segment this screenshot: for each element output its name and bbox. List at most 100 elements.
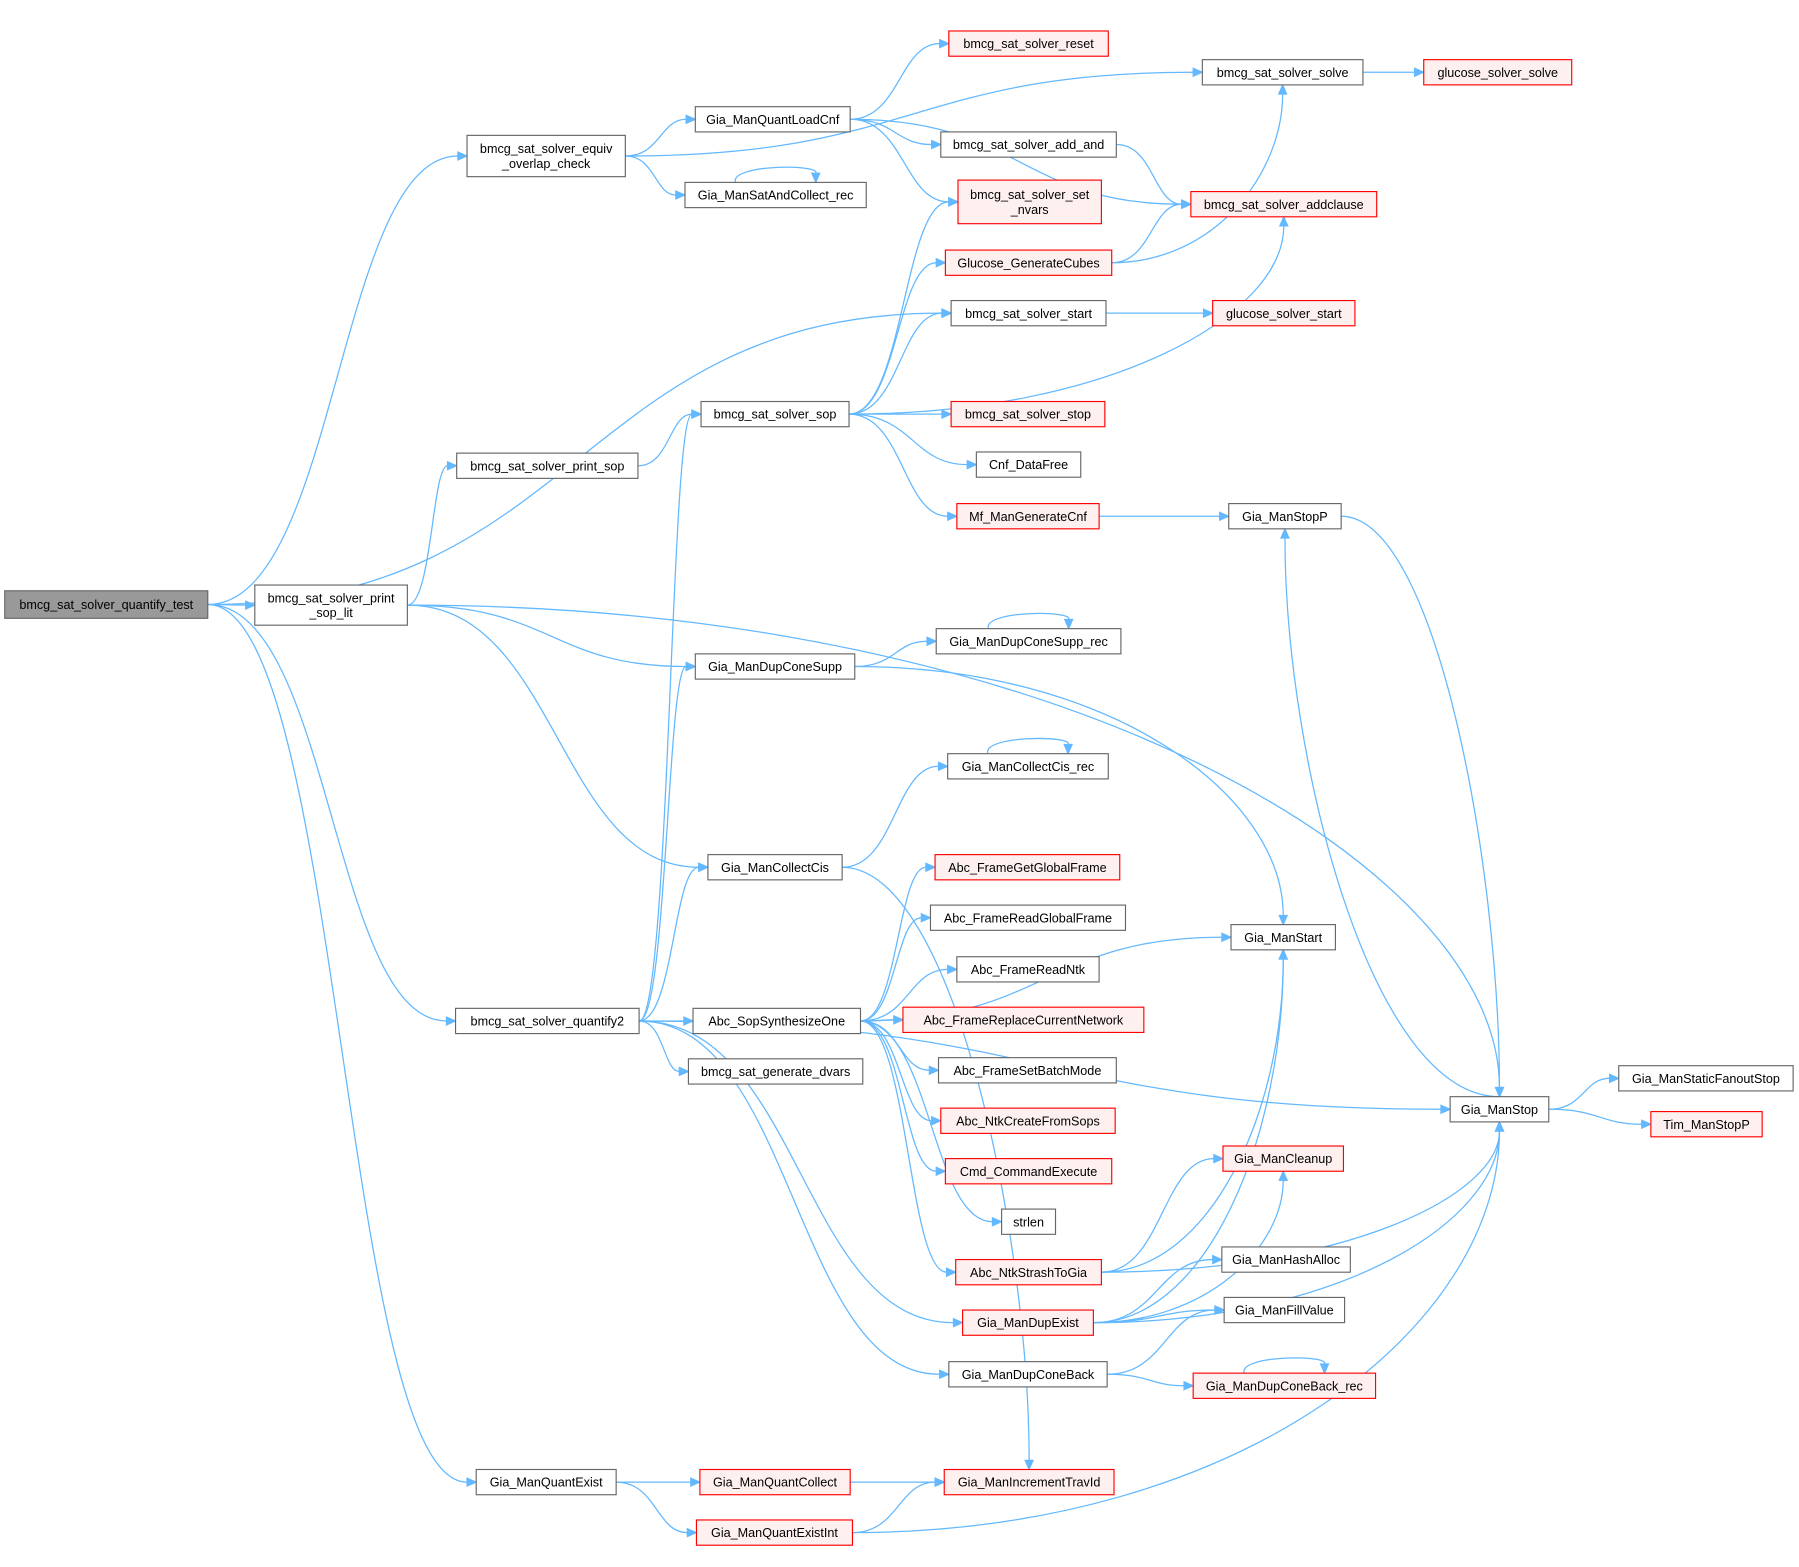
node-satcoll[interactable]: Gia_ManSatAndCollect_rec bbox=[684, 181, 867, 209]
edge-line bbox=[1243, 1357, 1326, 1374]
edge-arrowhead bbox=[941, 409, 953, 420]
node-box bbox=[962, 1309, 1094, 1336]
node-cmdexec[interactable]: Cmd_CommandExecute bbox=[944, 1158, 1113, 1185]
node-gmstop[interactable]: Gia_ManStop bbox=[1449, 1096, 1550, 1123]
node-strash[interactable]: Abc_NtkStrashToGia bbox=[955, 1258, 1102, 1286]
edge-arrowhead bbox=[1494, 1086, 1505, 1099]
edge-arrowhead bbox=[925, 862, 937, 873]
node-dupexist[interactable]: Gia_ManDupExist bbox=[962, 1309, 1094, 1336]
node-equiv[interactable]: bmcg_sat_solver_equiv_overlap_check bbox=[466, 134, 626, 178]
edge-arrowhead bbox=[685, 114, 697, 125]
node-box bbox=[902, 1006, 1145, 1034]
node-timstop[interactable]: Tim_ManStopP bbox=[1650, 1111, 1763, 1138]
node-label: strlen bbox=[1013, 1215, 1044, 1229]
node-gsolve[interactable]: glucose_solver_solve bbox=[1423, 59, 1573, 86]
node-label: Gia_ManStop bbox=[1461, 1103, 1538, 1117]
node-q2[interactable]: bmcg_sat_solver_quantify2 bbox=[454, 1007, 640, 1035]
edge-arrowhead bbox=[893, 1014, 905, 1025]
node-dupcbrec[interactable]: Gia_ManDupConeBack_rec bbox=[1192, 1372, 1377, 1399]
node-label: Gia_ManCleanup bbox=[1234, 1152, 1332, 1166]
node-readgf[interactable]: Abc_FrameReadGlobalFrame bbox=[929, 904, 1127, 931]
node-collcis[interactable]: Gia_ManCollectCis bbox=[707, 854, 843, 881]
edge-line bbox=[638, 413, 693, 1022]
edge-qexist-to-qcoll bbox=[616, 1477, 702, 1488]
node-dupcb[interactable]: Gia_ManDupConeBack bbox=[948, 1361, 1108, 1388]
node-label: bmcg_sat_solver_solve bbox=[1217, 66, 1349, 80]
edge-sopsyn-to-strlen bbox=[860, 1020, 1004, 1227]
edge-arrowhead bbox=[1278, 948, 1289, 960]
node-qtest[interactable]: bmcg_sat_solver_quantify_test bbox=[4, 590, 209, 619]
node-stop[interactable]: bmcg_sat_solver_stop bbox=[950, 400, 1106, 428]
node-collcisrec[interactable]: Gia_ManCollectCis_rec bbox=[947, 753, 1109, 780]
node-mfgen[interactable]: Mf_ManGenerateCnf bbox=[956, 503, 1100, 530]
node-box bbox=[1192, 1372, 1377, 1399]
node-addand[interactable]: bmcg_sat_solver_add_and bbox=[940, 131, 1117, 158]
node-box bbox=[957, 179, 1102, 225]
node-psop[interactable]: bmcg_sat_solver_print_sop bbox=[456, 452, 639, 479]
nodes-layer: bmcg_sat_solver_quantify_test bmcg_sat_so… bbox=[4, 30, 1794, 1546]
node-reset[interactable]: bmcg_sat_solver_reset bbox=[948, 30, 1109, 57]
node-gendv[interactable]: bmcg_sat_generate_dvars bbox=[687, 1058, 864, 1085]
node-box bbox=[695, 1519, 854, 1546]
node-getgf[interactable]: Abc_FrameGetGlobalFrame bbox=[934, 854, 1121, 881]
node-replnet[interactable]: Abc_FrameReplaceCurrentNetwork bbox=[902, 1006, 1145, 1034]
node-dupcsrec[interactable]: Gia_ManDupConeSupp_rec bbox=[935, 628, 1122, 655]
edge-qexist-to-qexint bbox=[616, 1481, 698, 1538]
node-fillval[interactable]: Gia_ManFillValue bbox=[1223, 1296, 1346, 1324]
edge-arrowhead bbox=[466, 1477, 478, 1488]
edge-line bbox=[850, 42, 940, 120]
node-qcoll[interactable]: Gia_ManQuantCollect bbox=[699, 1468, 851, 1496]
node-strlen[interactable]: strlen bbox=[1001, 1208, 1057, 1235]
node-batch[interactable]: Abc_FrameSetBatchMode bbox=[937, 1057, 1117, 1084]
node-box bbox=[950, 299, 1107, 327]
edge-line bbox=[638, 665, 687, 1022]
edge-line bbox=[860, 866, 927, 1022]
node-fanout[interactable]: Gia_ManStaticFanoutStop bbox=[1618, 1065, 1794, 1092]
node-addcl[interactable]: bmcg_sat_solver_addclause bbox=[1190, 190, 1378, 218]
node-start[interactable]: bmcg_sat_solver_start bbox=[950, 299, 1107, 327]
edge-line bbox=[734, 166, 817, 183]
edge-line bbox=[639, 1020, 940, 1375]
node-gmstart[interactable]: Gia_ManStart bbox=[1230, 924, 1336, 951]
node-label: Cmd_CommandExecute bbox=[960, 1165, 1097, 1179]
node-cleanup[interactable]: Gia_ManCleanup bbox=[1222, 1145, 1345, 1172]
node-stopp[interactable]: Gia_ManStopP bbox=[1228, 503, 1342, 530]
node-ntksops[interactable]: Abc_NtkCreateFromSops bbox=[940, 1107, 1116, 1134]
node-sop[interactable]: bmcg_sat_solver_sop bbox=[700, 400, 850, 428]
edge-qload-to-addand bbox=[850, 118, 943, 150]
edge-line bbox=[850, 118, 1182, 205]
node-readntk[interactable]: Abc_FrameReadNtk bbox=[956, 956, 1100, 983]
node-cnffree[interactable]: Cnf_DataFree bbox=[975, 451, 1082, 478]
node-dupcs[interactable]: Gia_ManDupConeSupp bbox=[694, 653, 856, 680]
edge-line bbox=[860, 1020, 932, 1122]
node-box bbox=[4, 590, 209, 619]
node-label: _overlap_check bbox=[501, 157, 591, 171]
edge-sopsyn-to-getgf bbox=[860, 862, 937, 1022]
edge-q2-to-collcis bbox=[639, 862, 710, 1022]
edge-gcubes-to-addcl bbox=[1111, 199, 1193, 264]
node-label: Gia_ManDupConeBack bbox=[962, 1368, 1095, 1382]
edge-sop-to-start bbox=[849, 308, 953, 415]
node-box bbox=[254, 584, 408, 626]
node-label: Abc_FrameSetBatchMode bbox=[953, 1064, 1101, 1078]
node-qexint[interactable]: Gia_ManQuantExistInt bbox=[695, 1519, 854, 1546]
node-travid[interactable]: Gia_ManIncrementTravId bbox=[943, 1468, 1115, 1496]
node-qload[interactable]: Gia_ManQuantLoadCnf bbox=[694, 106, 851, 133]
node-label: Gia_ManFillValue bbox=[1235, 1304, 1334, 1318]
node-box bbox=[948, 30, 1109, 57]
edge-gmstop-to-fanout bbox=[1548, 1073, 1621, 1110]
node-sopsyn[interactable]: Abc_SopSynthesizeOne bbox=[692, 1007, 862, 1035]
edge-line bbox=[849, 312, 942, 415]
edge-line bbox=[1107, 1309, 1215, 1375]
edge-arrowhead bbox=[445, 1016, 457, 1026]
node-gcubes[interactable]: Glucose_GenerateCubes bbox=[944, 249, 1113, 276]
node-setnv[interactable]: bmcg_sat_solver_set_nvars bbox=[957, 179, 1102, 225]
node-hashalloc[interactable]: Gia_ManHashAlloc bbox=[1221, 1246, 1351, 1273]
edge-arrowhead bbox=[1218, 511, 1231, 522]
node-solve[interactable]: bmcg_sat_solver_solve bbox=[1201, 59, 1364, 86]
node-label: Gia_ManDupExist bbox=[977, 1316, 1079, 1330]
node-label: Gia_ManDupConeSupp_rec bbox=[949, 635, 1107, 649]
node-gstart[interactable]: glucose_solver_start bbox=[1212, 299, 1356, 327]
node-qexist[interactable]: Gia_ManQuantExist bbox=[475, 1468, 617, 1496]
node-psoplit[interactable]: bmcg_sat_solver_print_sop_lit bbox=[254, 584, 408, 626]
